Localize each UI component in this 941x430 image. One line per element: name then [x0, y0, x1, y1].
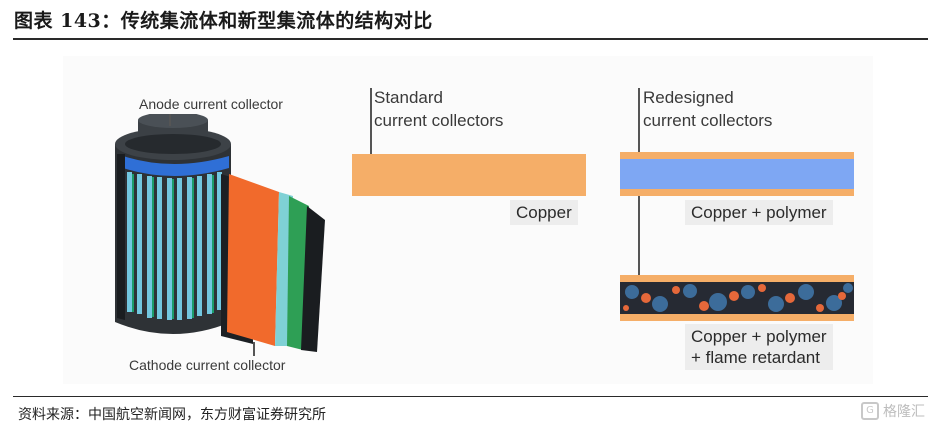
copper-caption: Copper — [510, 200, 578, 225]
anode-leader-line — [169, 114, 171, 126]
flame-retardant-core — [620, 282, 854, 314]
cathode-label: Cathode current collector — [129, 357, 286, 373]
redesigned-heading-line1: Redesigned — [643, 88, 734, 107]
copper-layer — [352, 154, 586, 196]
copper-polymer-layer — [620, 152, 854, 196]
anode-label: Anode current collector — [139, 96, 283, 112]
retardant-caption-line1: Copper + polymer — [691, 327, 827, 346]
title-rule — [13, 38, 928, 40]
watermark-text: 格隆汇 — [883, 404, 925, 420]
copper-polymer-retardant-caption: Copper + polymer + flame retardant — [685, 324, 833, 370]
watermark-logo-icon: G — [861, 402, 879, 420]
copper-polymer-caption: Copper + polymer — [685, 200, 833, 225]
standard-leader-line — [370, 88, 372, 154]
figure-title: 图表 143：传统集流体和新型集流体的结构对比 — [14, 10, 433, 32]
copper-polymer-retardant-layer — [620, 275, 854, 321]
polymer-core — [620, 159, 854, 189]
standard-heading-line2: current collectors — [374, 111, 504, 130]
standard-heading-line1: Standard — [374, 88, 443, 107]
watermark: G 格隆汇 — [861, 401, 925, 421]
battery-cell-illustration — [115, 114, 325, 352]
source-note: 资料来源：中国航空新闻网，东方财富证券研究所 — [18, 407, 326, 423]
retardant-caption-line2: + flame retardant — [691, 348, 820, 367]
cathode-leader-line — [253, 342, 255, 356]
diagram-panel: Anode current collector Cathode current … — [63, 56, 873, 384]
source-rule — [13, 396, 928, 397]
redesigned-heading-line2: current collectors — [643, 111, 773, 130]
